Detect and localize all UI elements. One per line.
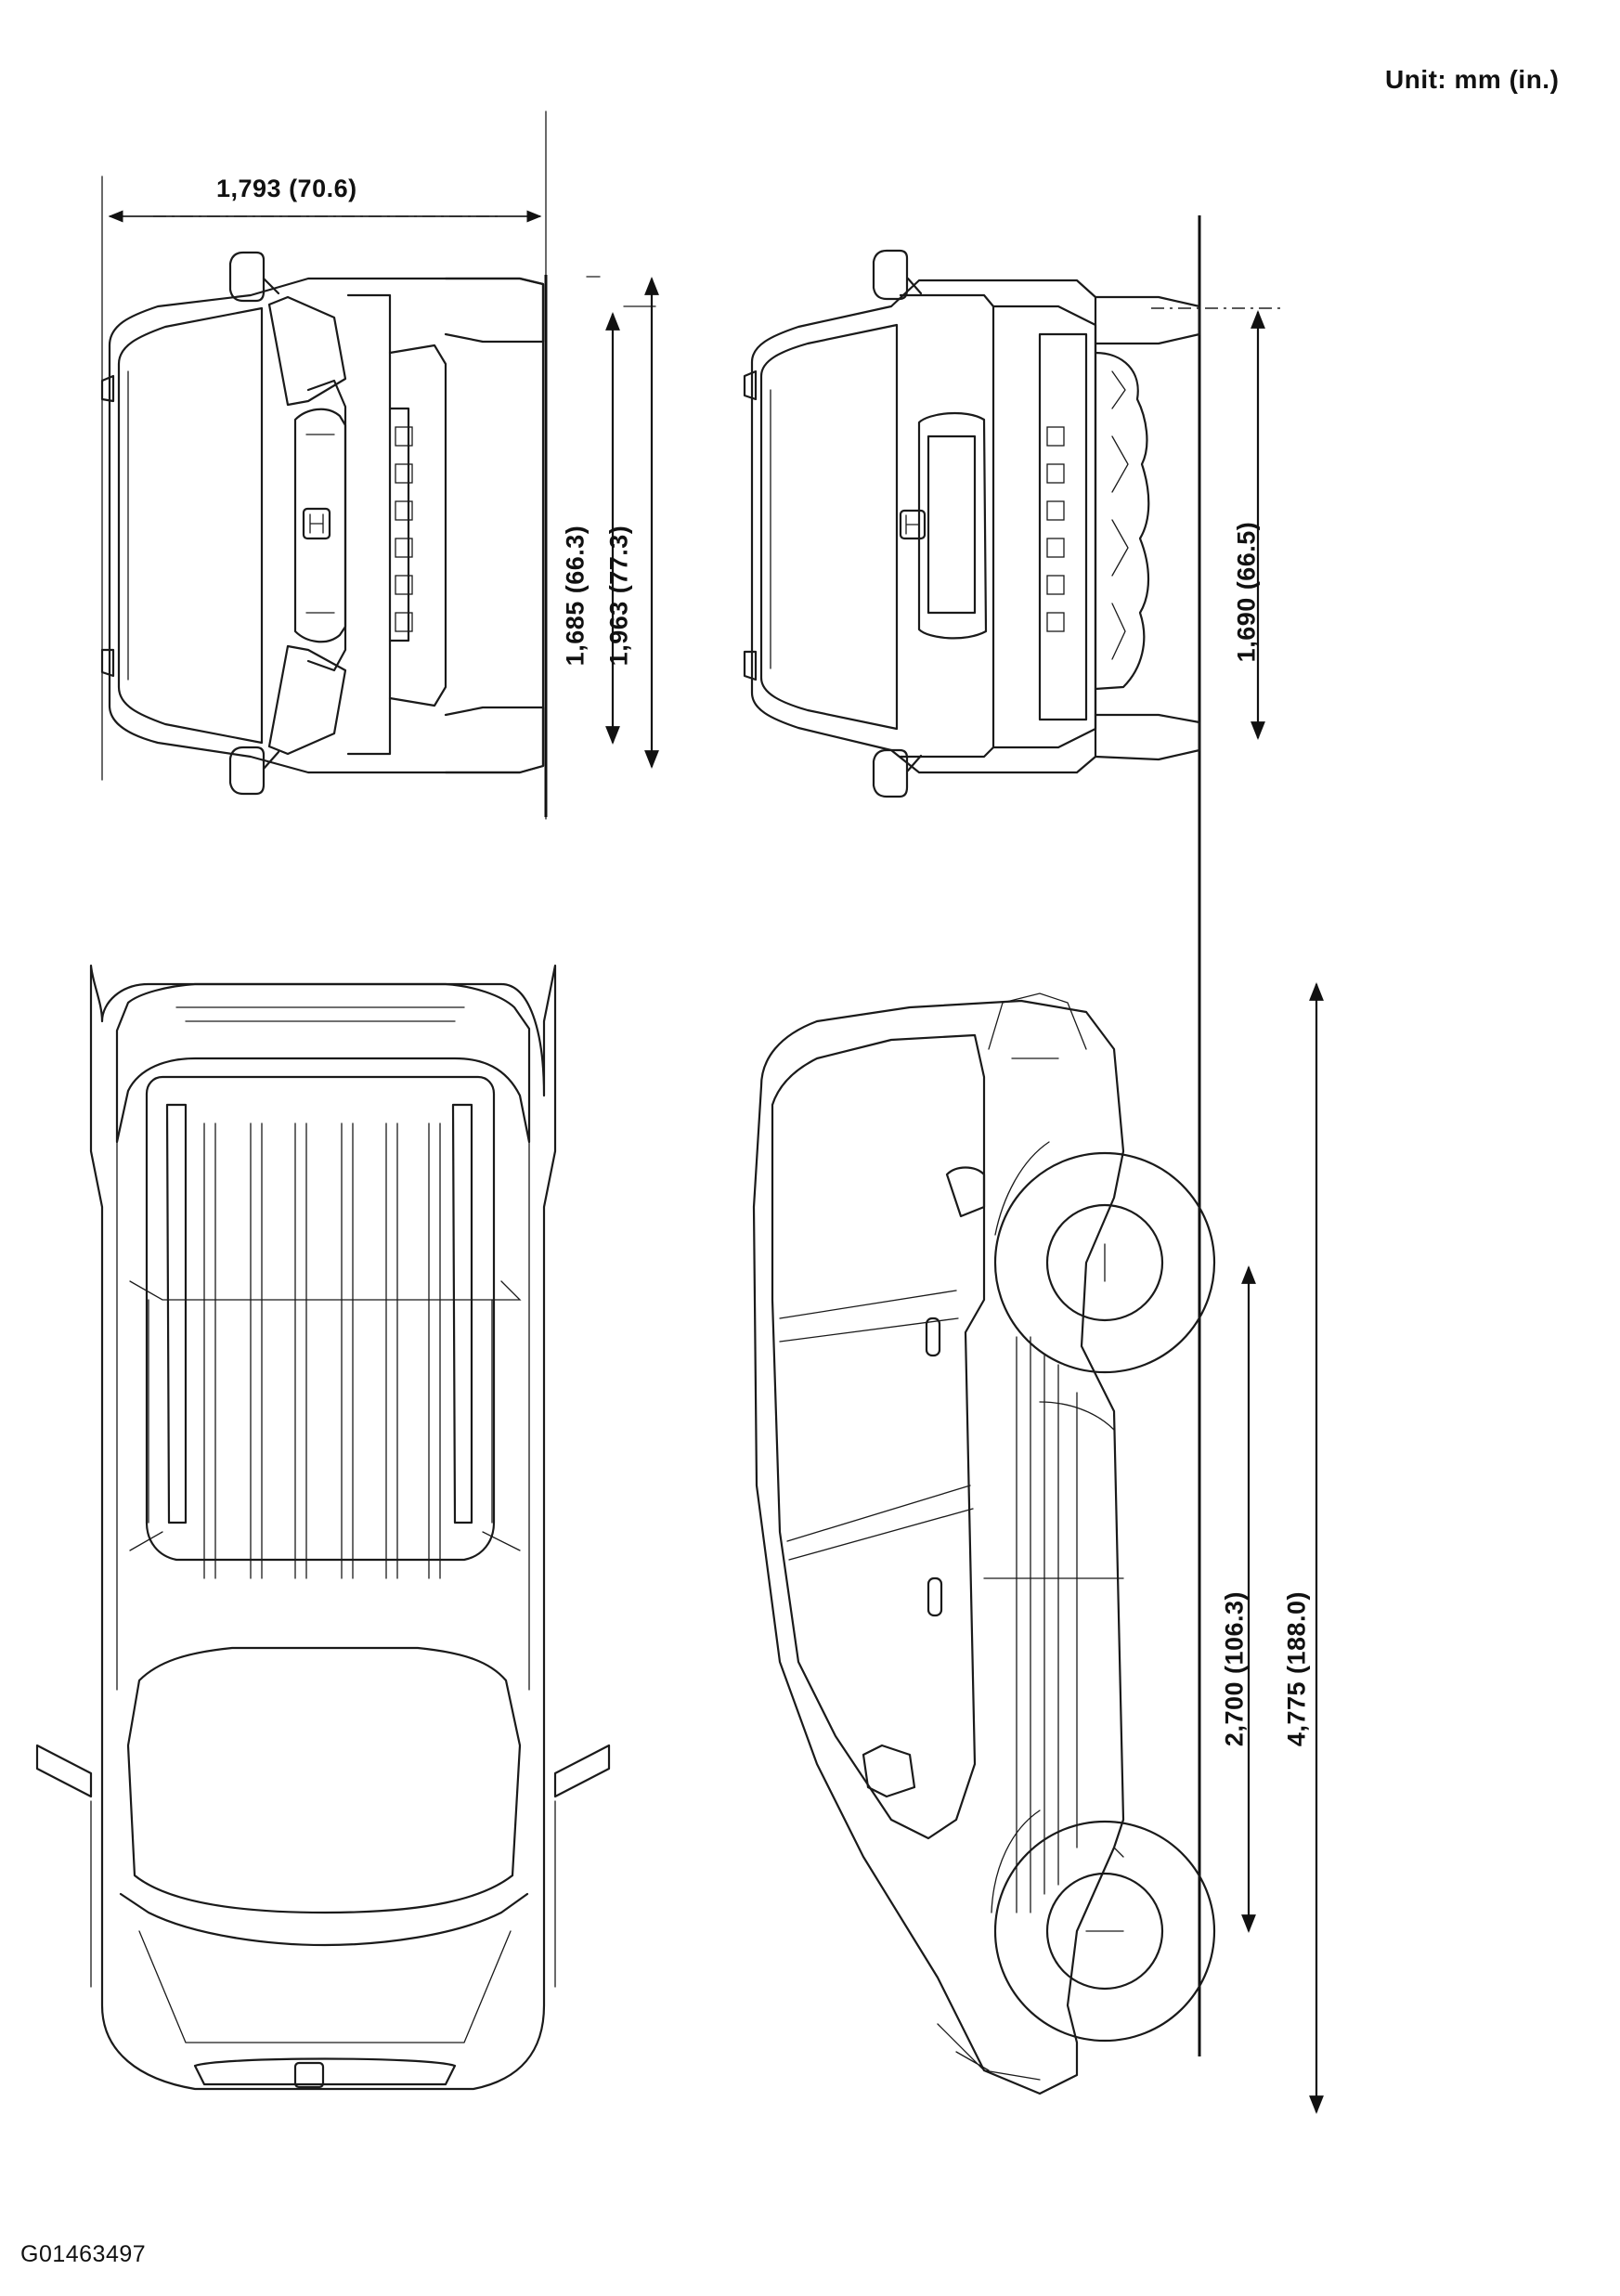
- rear-view: [743, 249, 1201, 798]
- unit-label: Unit: mm (in.): [1385, 65, 1560, 94]
- figure-id: G01463497: [20, 2241, 147, 2267]
- overall-width-label: 1,793 (70.6): [216, 175, 357, 202]
- side-view: [752, 992, 1216, 2095]
- front-view: [100, 251, 548, 817]
- top-view: [35, 964, 611, 2091]
- dimension-lines: [101, 110, 1324, 2114]
